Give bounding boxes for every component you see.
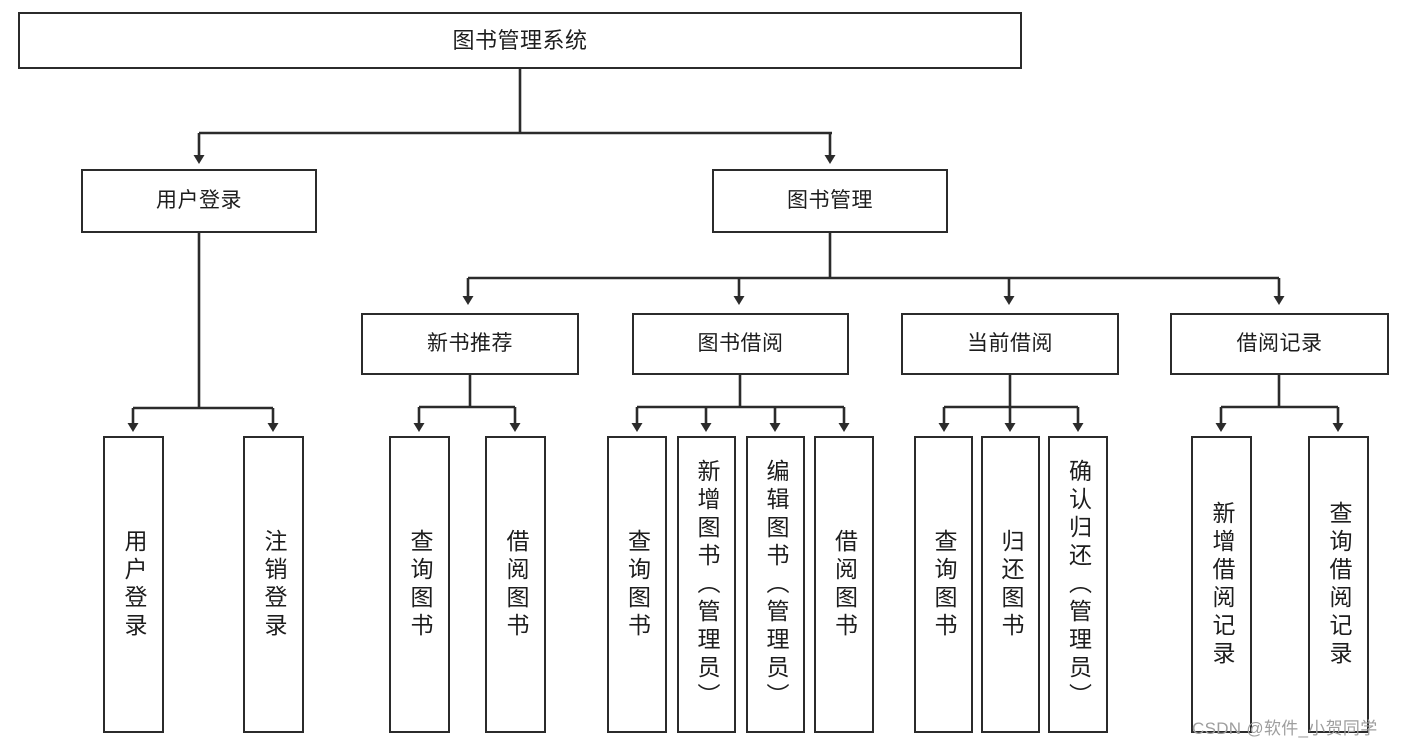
node-label: 借阅图书 [831,528,858,641]
node-borrow-record[interactable]: 借阅记录 [1170,313,1389,375]
node-label: 借阅图书 [503,528,529,641]
node-new-book-recommend[interactable]: 新书推荐 [361,313,579,375]
node-label: 图书借阅 [697,331,784,355]
leaf-confirm-return-admin[interactable]: 确认归还（管理员） [1048,436,1108,733]
node-label: 查询图书 [624,528,651,641]
watermark-text: CSDN @软件_小贺同学 [1192,719,1378,738]
node-book-borrow[interactable]: 图书借阅 [632,313,849,375]
leaf-add-borrow-record[interactable]: 新增借阅记录 [1191,436,1252,733]
leaf-query-book-borrow[interactable]: 查询图书 [607,436,667,733]
node-label: 新书推荐 [427,331,513,355]
node-label: 用户登录 [121,528,147,641]
node-label: 新增图书（管理员） [694,458,720,711]
node-label: 查询图书 [407,528,433,641]
node-label: 确认归还（管理员） [1065,458,1092,711]
leaf-edit-book-admin[interactable]: 编辑图书（管理员） [746,436,805,733]
node-root-system[interactable]: 图书管理系统 [18,12,1022,69]
node-label: 查询图书 [931,528,957,641]
leaf-borrow-book[interactable]: 借阅图书 [814,436,874,733]
node-current-borrow[interactable]: 当前借阅 [901,313,1119,375]
leaf-logout[interactable]: 注销登录 [243,436,304,733]
leaf-return-book[interactable]: 归还图书 [981,436,1040,733]
node-label: 用户登录 [156,188,242,212]
node-label: 借阅记录 [1236,331,1323,355]
node-label: 新增借阅记录 [1209,500,1235,669]
node-label: 归还图书 [998,528,1024,641]
node-book-management[interactable]: 图书管理 [712,169,948,233]
node-label: 图书管理系统 [452,27,588,53]
node-label: 注销登录 [261,528,287,641]
node-label: 编辑图书（管理员） [763,458,789,711]
leaf-add-book-admin[interactable]: 新增图书（管理员） [677,436,736,733]
node-label: 查询借阅记录 [1326,500,1352,669]
node-user-login[interactable]: 用户登录 [81,169,317,233]
leaf-user-login[interactable]: 用户登录 [103,436,164,733]
leaf-query-book-recommend[interactable]: 查询图书 [389,436,450,733]
node-label: 图书管理 [787,188,873,212]
leaf-borrow-book-recommend[interactable]: 借阅图书 [485,436,546,733]
leaf-query-book-current[interactable]: 查询图书 [914,436,973,733]
leaf-query-borrow-record[interactable]: 查询借阅记录 [1308,436,1369,733]
node-label: 当前借阅 [967,331,1053,355]
